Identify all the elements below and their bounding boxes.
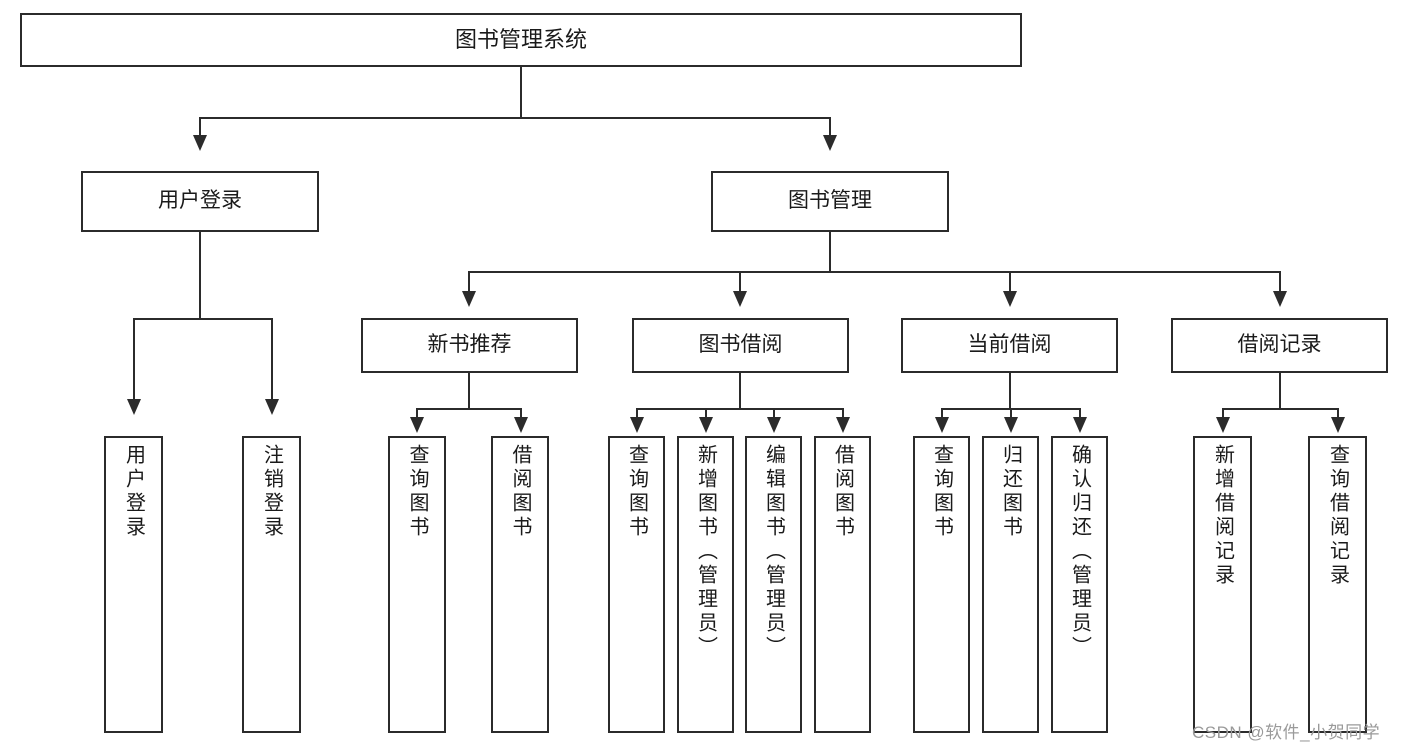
connector-user-login-stem xyxy=(199,232,201,319)
arrow-to-leaf-query-book-cb xyxy=(935,417,949,433)
node-label: 新增借阅记录 xyxy=(1211,444,1234,588)
arrow-to-leaf-logout xyxy=(265,399,279,415)
connector-bm-drop-3 xyxy=(1009,271,1011,295)
node-label: 图书借阅 xyxy=(698,333,783,357)
connector-bb-drop-3 xyxy=(773,408,775,420)
connector-bm-drop-1 xyxy=(468,271,470,295)
connector-bm-drop-4 xyxy=(1279,271,1281,295)
connector-cb-drop-3 xyxy=(1079,408,1081,420)
connector-user-login-drop-1 xyxy=(133,318,135,402)
connector-cb-stem xyxy=(1009,373,1011,409)
connector-nbr-drop-1 xyxy=(416,408,418,420)
node-label: 用户登录 xyxy=(122,444,145,540)
node-label: 归还图书 xyxy=(999,444,1022,540)
node-label: 查询图书 xyxy=(930,444,953,540)
leaf-logout[interactable]: 注销登录 xyxy=(242,436,301,733)
node-label: 新书推荐 xyxy=(427,333,512,357)
connector-root-to-user-login xyxy=(199,117,201,139)
node-label: 用户登录 xyxy=(158,189,242,213)
node-label: 图书管理系统 xyxy=(454,27,587,53)
connector-bb-drop-1 xyxy=(636,408,638,420)
node-borrow-records[interactable]: 借阅记录 xyxy=(1171,318,1388,373)
node-book-borrow[interactable]: 图书借阅 xyxy=(632,318,849,373)
leaf-confirm-return-admin[interactable]: 确认归还（管理员） xyxy=(1051,436,1108,733)
connector-br-drop-1 xyxy=(1222,408,1224,420)
connector-nbr-drop-2 xyxy=(520,408,522,420)
node-label: 新增图书（管理员） xyxy=(694,444,717,660)
leaf-add-book-admin[interactable]: 新增图书（管理员） xyxy=(677,436,734,733)
node-label: 借阅图书 xyxy=(509,444,531,540)
leaf-user-login[interactable]: 用户登录 xyxy=(104,436,163,733)
connector-root-to-book-management xyxy=(829,117,831,139)
arrow-to-book-borrow xyxy=(733,291,747,307)
connector-bb-bus xyxy=(636,408,844,410)
connector-bm-drop-2 xyxy=(739,271,741,295)
connector-nbr-stem xyxy=(468,373,470,409)
node-label: 编辑图书（管理员） xyxy=(762,444,785,660)
node-label: 图书管理 xyxy=(788,189,872,213)
arrow-to-new-book-recommend xyxy=(462,291,476,307)
arrow-to-current-borrow xyxy=(1003,291,1017,307)
node-label: 借阅记录 xyxy=(1237,333,1322,357)
arrow-to-leaf-query-book-bb xyxy=(630,417,644,433)
arrow-to-leaf-return-book xyxy=(1004,417,1018,433)
connector-br-drop-2 xyxy=(1337,408,1339,420)
leaf-add-borrow-record[interactable]: 新增借阅记录 xyxy=(1193,436,1252,733)
node-book-management[interactable]: 图书管理 xyxy=(711,171,949,232)
connector-root-bus xyxy=(199,117,831,119)
arrow-to-leaf-add-book xyxy=(699,417,713,433)
node-label: 确认归还（管理员） xyxy=(1068,444,1091,660)
arrow-to-leaf-confirm-return xyxy=(1073,417,1087,433)
connector-book-management-stem xyxy=(829,232,831,272)
arrow-to-leaf-borrow-book-bb xyxy=(836,417,850,433)
leaf-query-borrow-record[interactable]: 查询借阅记录 xyxy=(1308,436,1367,733)
arrow-to-borrow-records xyxy=(1273,291,1287,307)
leaf-query-book-recommend[interactable]: 查询图书 xyxy=(388,436,446,733)
leaf-query-book-borrow[interactable]: 查询图书 xyxy=(608,436,665,733)
leaf-borrow-book[interactable]: 借阅图书 xyxy=(814,436,871,733)
arrow-to-leaf-edit-book xyxy=(767,417,781,433)
connector-br-stem xyxy=(1279,373,1281,409)
connector-user-login-bus xyxy=(133,318,273,320)
connector-bb-drop-4 xyxy=(842,408,844,420)
node-label: 注销登录 xyxy=(260,444,283,540)
node-label: 查询借阅记录 xyxy=(1326,444,1349,588)
node-user-login[interactable]: 用户登录 xyxy=(81,171,319,232)
node-root-book-management-system[interactable]: 图书管理系统 xyxy=(20,13,1022,67)
connector-book-management-bus xyxy=(468,271,1280,273)
connector-bb-drop-2 xyxy=(705,408,707,420)
arrow-to-leaf-query-book-nbr xyxy=(410,417,424,433)
node-label: 查询图书 xyxy=(406,444,428,540)
leaf-query-book-current[interactable]: 查询图书 xyxy=(913,436,970,733)
connector-bb-stem xyxy=(739,373,741,409)
connector-nbr-bus xyxy=(416,408,521,410)
node-label: 借阅图书 xyxy=(831,444,854,540)
arrow-to-leaf-user-login xyxy=(127,399,141,415)
leaf-borrow-book-recommend[interactable]: 借阅图书 xyxy=(491,436,549,733)
arrow-to-leaf-add-record xyxy=(1216,417,1230,433)
connector-cb-drop-2 xyxy=(1010,408,1012,420)
node-label: 当前借阅 xyxy=(967,333,1052,357)
arrow-to-leaf-borrow-book-nbr xyxy=(514,417,528,433)
leaf-return-book[interactable]: 归还图书 xyxy=(982,436,1039,733)
leaf-edit-book-admin[interactable]: 编辑图书（管理员） xyxy=(745,436,802,733)
arrow-to-book-management xyxy=(823,135,837,151)
node-current-borrow[interactable]: 当前借阅 xyxy=(901,318,1118,373)
arrow-to-user-login xyxy=(193,135,207,151)
connector-user-login-drop-2 xyxy=(271,318,273,402)
node-new-book-recommend[interactable]: 新书推荐 xyxy=(361,318,578,373)
node-label: 查询图书 xyxy=(625,444,648,540)
connector-cb-drop-1 xyxy=(941,408,943,420)
arrow-to-leaf-query-record xyxy=(1331,417,1345,433)
connector-br-bus xyxy=(1222,408,1338,410)
connector-root-stem xyxy=(520,67,522,118)
